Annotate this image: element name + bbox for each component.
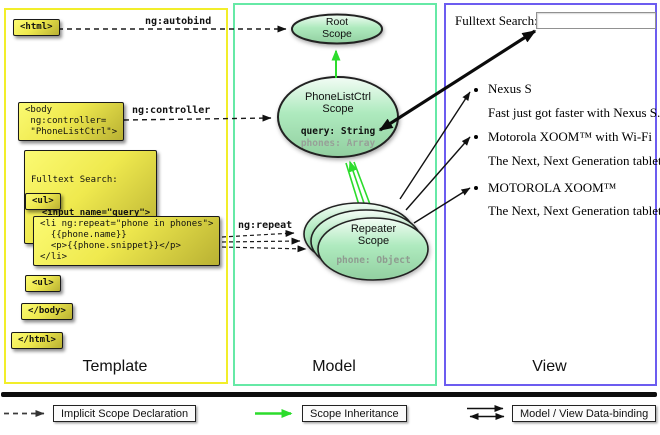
bullet-icon bbox=[474, 135, 478, 139]
view-item-name: MOTOROLA XOOM™ bbox=[488, 180, 617, 195]
ul-open-tag-box: <ul> bbox=[25, 193, 61, 210]
view-search-input[interactable] bbox=[536, 12, 656, 29]
view-item-name: Motorola XOOM™ with Wi-Fi bbox=[488, 129, 653, 144]
view-panel-title: View bbox=[532, 358, 567, 375]
repeater-phone-prop: phone: Object bbox=[336, 255, 411, 266]
html-close-tag-box: </html> bbox=[11, 332, 63, 349]
legend-databinding-box: Model / View Data-binding bbox=[512, 405, 657, 422]
model-panel-title: Model bbox=[312, 358, 356, 375]
ng-autobind-label: ng:autobind bbox=[145, 16, 212, 27]
bullet-icon bbox=[474, 186, 478, 190]
body-open-tag-box: <body ng:controller= "PhoneListCtrl"> bbox=[18, 102, 125, 141]
legend-databinding-arrows bbox=[467, 405, 505, 420]
root-scope-label: Root Scope bbox=[322, 16, 352, 40]
bullet-icon bbox=[474, 88, 478, 92]
model-panel bbox=[233, 3, 437, 386]
body-close-tag-box: </body> bbox=[21, 303, 73, 320]
html-open-tag-box: <html> bbox=[13, 19, 60, 36]
phonelistctrl-query-prop: query: String bbox=[300, 126, 376, 137]
legend-separator bbox=[1, 392, 657, 397]
phonelistctrl-scope-label: PhoneListCtrl Scope bbox=[304, 91, 372, 115]
view-item-snippet: Fast just got faster with Nexus S. bbox=[488, 105, 660, 120]
legend-scope-inheritance-box: Scope Inheritance bbox=[302, 405, 407, 422]
ul-close-tag-box: <ul> bbox=[25, 275, 61, 292]
view-item-snippet: The Next, Next Generation tablet. bbox=[488, 203, 660, 218]
li-repeat-code-box: <li ng:repeat="phone in phones"> {{phone… bbox=[33, 216, 221, 266]
phonelistctrl-phones-prop: phones: Array bbox=[300, 138, 376, 149]
view-item-name: Nexus S bbox=[488, 81, 532, 96]
ng-repeat-label: ng:repeat bbox=[238, 220, 293, 231]
repeater-scope-label: Repeater Scope bbox=[350, 223, 397, 247]
ng-controller-label: ng:controller bbox=[132, 105, 211, 116]
template-panel-title: Template bbox=[82, 358, 148, 375]
legend-implicit-scope-box: Implicit Scope Declaration bbox=[53, 405, 197, 422]
fulltext-code-label: Fulltext Search: bbox=[31, 175, 118, 185]
fulltext-code-input: <input name="query"> bbox=[31, 208, 151, 218]
view-item-snippet: The Next, Next Generation tablet. bbox=[488, 153, 660, 168]
view-search-label: Fulltext Search: bbox=[455, 13, 538, 28]
